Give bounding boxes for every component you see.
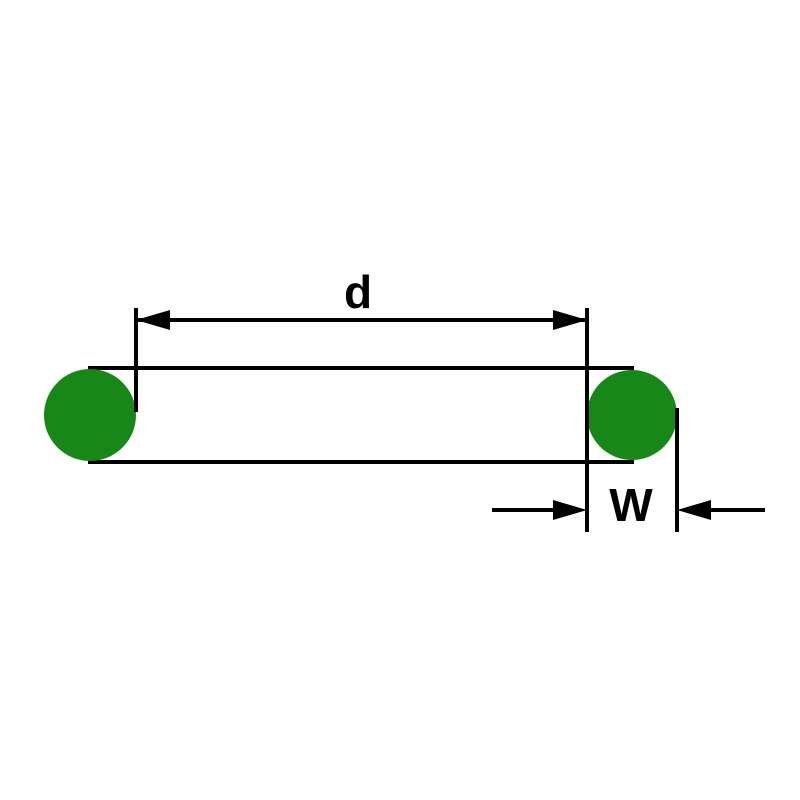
oring-right-section (587, 370, 677, 460)
w-label: W (609, 479, 653, 531)
d-arrowhead-left-icon (136, 310, 170, 330)
w-arrowhead-left-icon (553, 500, 587, 520)
d-arrowhead-right-icon (553, 310, 587, 330)
oring-left-section (44, 369, 136, 461)
w-arrowhead-right-icon (677, 500, 711, 520)
d-label: d (344, 266, 372, 318)
